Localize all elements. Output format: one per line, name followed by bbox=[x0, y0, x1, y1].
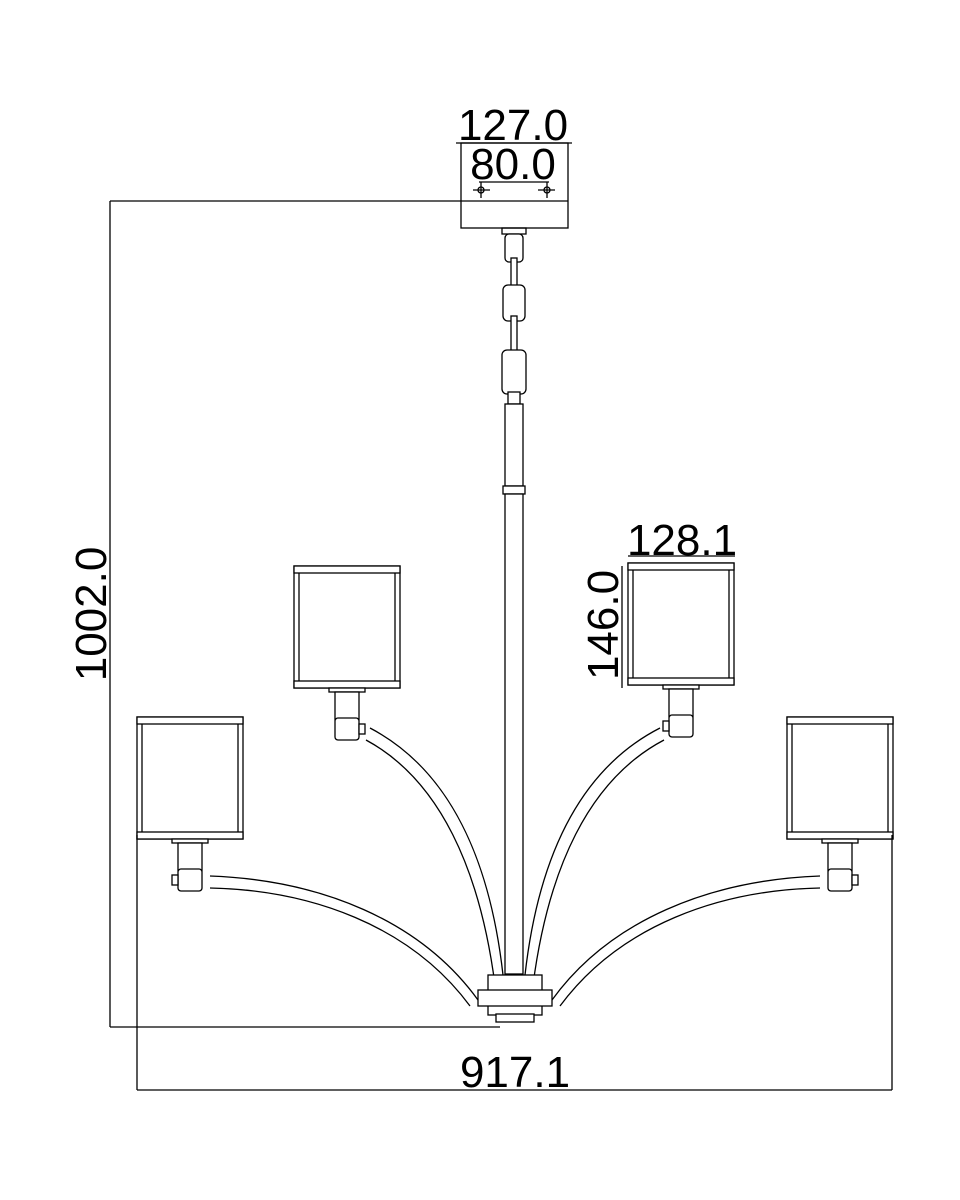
lamp-shades bbox=[136, 562, 894, 892]
lamp-socket bbox=[668, 688, 694, 718]
shade-width-label: 128.1 bbox=[627, 516, 737, 565]
lamp-socket bbox=[177, 842, 203, 872]
hub bbox=[477, 974, 553, 1023]
lamp-shade bbox=[786, 716, 894, 840]
chain bbox=[501, 227, 527, 405]
dimension-lines bbox=[109, 200, 893, 1091]
center-rod bbox=[502, 403, 526, 975]
lamp-shade bbox=[136, 716, 244, 840]
lamp-socket bbox=[827, 842, 853, 872]
lamp-shade bbox=[627, 562, 735, 686]
lamp-shade bbox=[293, 565, 401, 689]
arms bbox=[209, 727, 821, 1007]
canopy-width-label: 127.0 bbox=[458, 101, 568, 150]
overall-height-label: 1002.0 bbox=[67, 547, 116, 682]
overall-width-label: 917.1 bbox=[460, 1048, 570, 1097]
mount-spacing-label: 80.0 bbox=[470, 140, 556, 189]
shade-height-label: 146.0 bbox=[579, 570, 628, 680]
lamp-socket bbox=[334, 691, 360, 721]
